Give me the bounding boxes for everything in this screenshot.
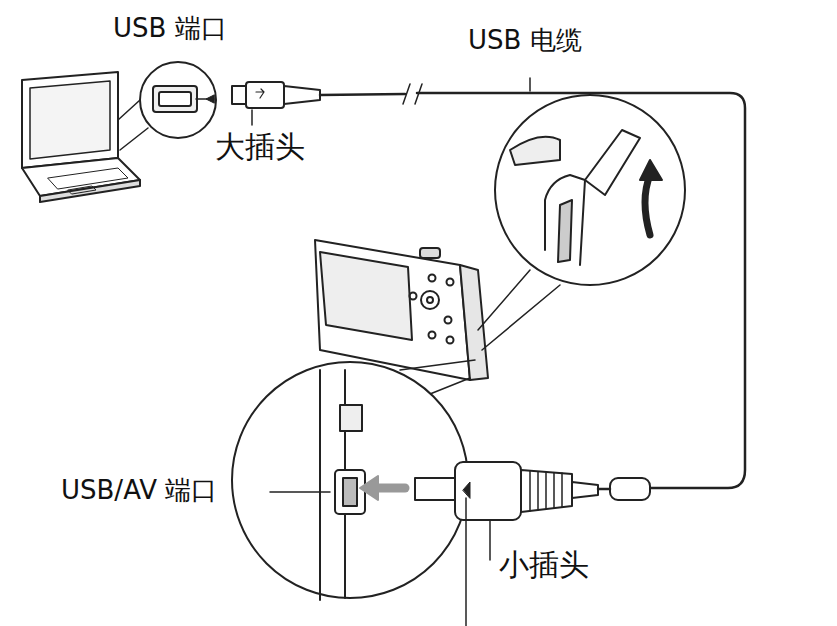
cover-magnifier	[495, 95, 685, 285]
port-label: USB/AV 端口	[58, 476, 220, 505]
laptop	[22, 72, 140, 202]
port-magnifier	[140, 62, 216, 138]
large-plug	[232, 82, 320, 108]
port-label: USB 端口	[110, 14, 230, 43]
plug-label: 小插头	[496, 548, 592, 581]
port-magnifier	[232, 362, 468, 598]
cable-label: USB 电缆	[465, 26, 585, 55]
small-plug	[415, 462, 650, 520]
camera	[315, 240, 488, 380]
plug-label: 大插头	[212, 130, 308, 163]
